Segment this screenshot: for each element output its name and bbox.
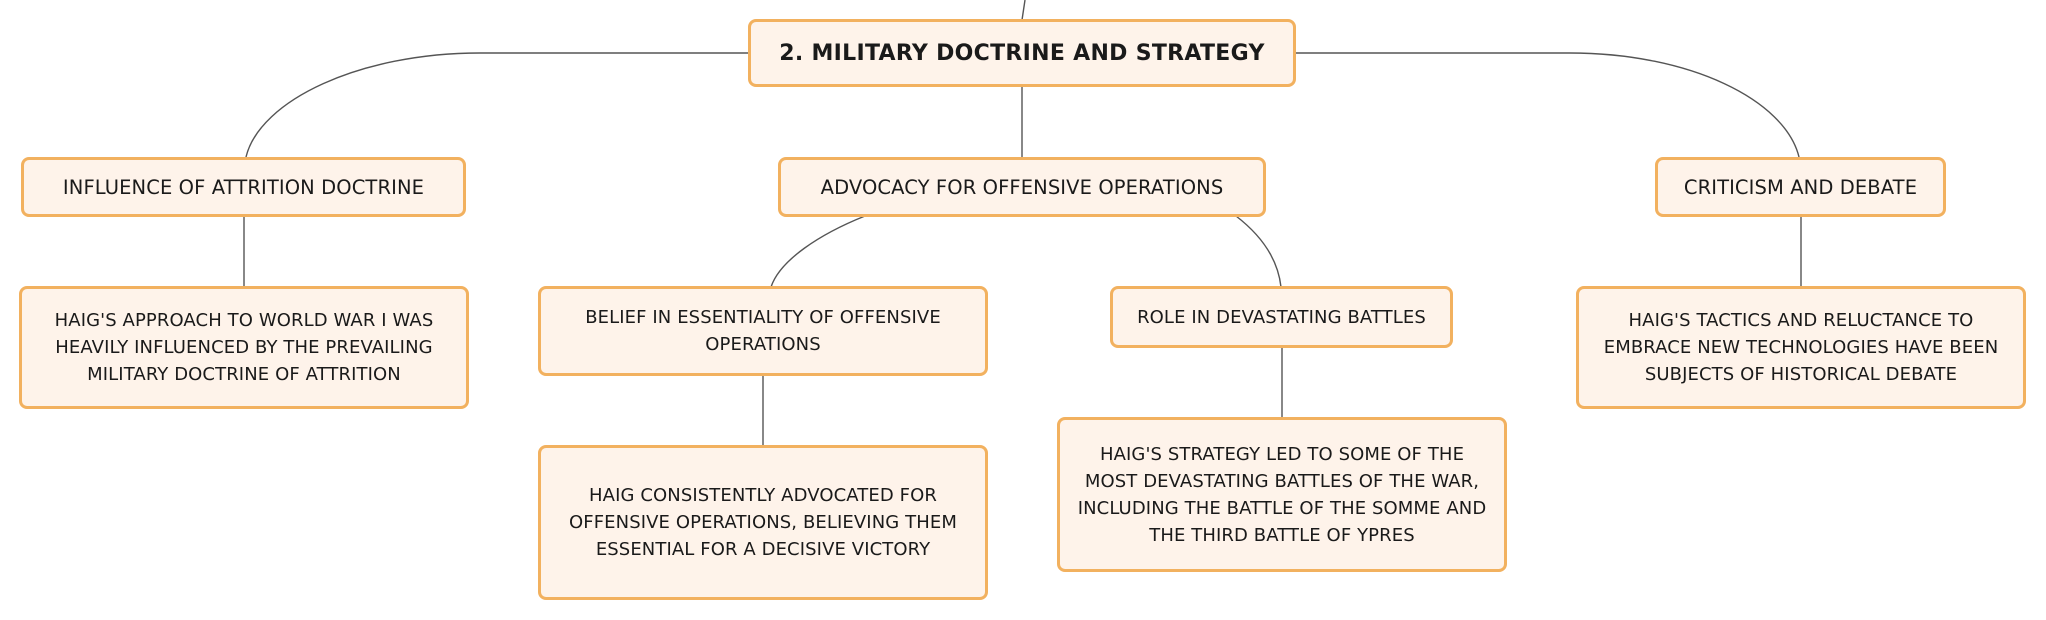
- sub-node-devastating-battles[interactable]: ROLE IN DEVASTATING BATTLES: [1110, 286, 1453, 348]
- root-node[interactable]: 2. MILITARY DOCTRINE AND STRATEGY: [748, 19, 1296, 87]
- connector-parent-to-root: [1021, 0, 1026, 21]
- branch-node-label: CRITICISM AND DEBATE: [1683, 175, 1918, 199]
- leaf-node-text: HAIG CONSISTENTLY ADVOCATED FOR OFFENSIV…: [569, 485, 957, 560]
- leaf-node-text: HAIG'S TACTICS AND RELUCTANCE TO EMBRACE…: [1603, 310, 1999, 385]
- leaf-node-text: HAIG'S APPROACH TO WORLD WAR I WAS HEAVI…: [54, 310, 434, 385]
- branch-node-label: INFLUENCE OF ATTRITION DOCTRINE: [62, 175, 425, 199]
- sub-node-label: ROLE IN DEVASTATING BATTLES: [1137, 306, 1426, 328]
- connector-root-to-attrition: [245, 52, 750, 158]
- sub-node-belief-offensive[interactable]: BELIEF IN ESSENTIALITY OF OFFENSIVE OPER…: [538, 286, 988, 376]
- branch-node-offensive-operations[interactable]: ADVOCACY FOR OFFENSIVE OPERATIONS: [778, 157, 1266, 217]
- sub-node-label: BELIEF IN ESSENTIALITY OF OFFENSIVE OPER…: [585, 307, 941, 355]
- branch-node-criticism-debate[interactable]: CRITICISM AND DEBATE: [1655, 157, 1946, 217]
- connector-root-to-criticism: [1296, 52, 1800, 158]
- branch-node-attrition-doctrine[interactable]: INFLUENCE OF ATTRITION DOCTRINE: [21, 157, 466, 217]
- leaf-node-criticism-tactics[interactable]: HAIG'S TACTICS AND RELUCTANCE TO EMBRACE…: [1576, 286, 2026, 409]
- leaf-node-offensive-advocacy[interactable]: HAIG CONSISTENTLY ADVOCATED FOR OFFENSIV…: [538, 445, 988, 600]
- connector-offensive-to-battles: [1235, 215, 1282, 288]
- leaf-node-attrition-approach[interactable]: HAIG'S APPROACH TO WORLD WAR I WAS HEAVI…: [19, 286, 469, 409]
- leaf-node-text: HAIG'S STRATEGY LED TO SOME OF THE MOST …: [1077, 443, 1487, 546]
- leaf-node-battles-strategy[interactable]: HAIG'S STRATEGY LED TO SOME OF THE MOST …: [1057, 417, 1507, 572]
- connector-offensive-to-belief: [770, 215, 866, 288]
- root-node-label: 2. MILITARY DOCTRINE AND STRATEGY: [779, 40, 1265, 66]
- branch-node-label: ADVOCACY FOR OFFENSIVE OPERATIONS: [820, 175, 1224, 199]
